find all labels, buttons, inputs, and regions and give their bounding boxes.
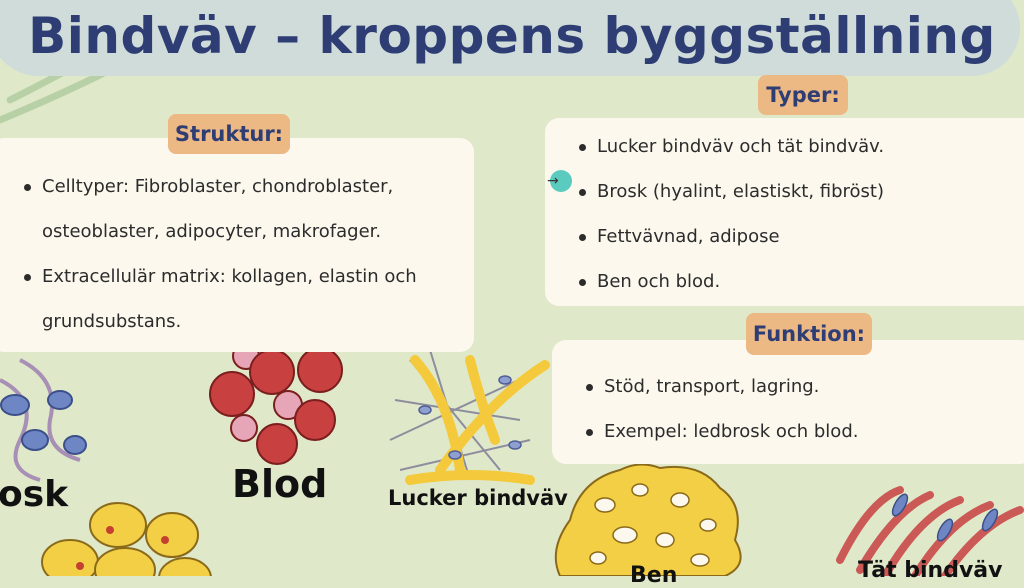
- funktion-card: Stöd, transport, lagring. Exempel: ledbr…: [552, 340, 1024, 464]
- title-banner: [0, 0, 1020, 76]
- fettvavnad-illustration: [41, 502, 212, 576]
- struktur-card: Celltyper: Fibroblaster, chondroblaster,…: [0, 138, 474, 352]
- mouse-cursor: →: [547, 170, 572, 192]
- list-item: Ben och blod.: [577, 259, 1017, 304]
- list-item: Celltyper: Fibroblaster, chondroblaster,…: [22, 164, 442, 254]
- typer-list: Lucker bindväv och tät bindväv. Brosk (h…: [577, 124, 1017, 304]
- list-item: Exempel: ledbrosk och blod.: [584, 409, 1014, 454]
- funktion-list: Stöd, transport, lagring. Exempel: ledbr…: [584, 364, 1014, 454]
- page-title: Bindväv – kroppens byggställning: [28, 7, 996, 65]
- struktur-heading: Struktur:: [168, 114, 290, 154]
- list-item: Brosk (hyalint, elastiskt, fibröst): [577, 169, 1017, 214]
- list-item: Lucker bindväv och tät bindväv.: [577, 124, 1017, 169]
- typer-card: Lucker bindväv och tät bindväv. Brosk (h…: [545, 118, 1024, 306]
- brosk-illustration: [0, 358, 87, 482]
- funktion-heading: Funktion:: [746, 313, 872, 355]
- list-item: Fettvävnad, adipose: [577, 214, 1017, 259]
- lucker-bindvav-illustration: [389, 349, 550, 485]
- struktur-list: Celltyper: Fibroblaster, chondroblaster,…: [22, 164, 442, 344]
- tat-bindvav-label: Tät bindväv: [858, 558, 1003, 583]
- arrow-right-icon: →: [547, 173, 559, 189]
- blod-illustration: [209, 342, 343, 465]
- brosk-label: osk: [0, 474, 69, 515]
- list-item: Extracellulär matrix: kollagen, elastin …: [22, 254, 442, 344]
- tat-bindvav-illustration: [836, 486, 1024, 576]
- blod-label: Blod: [232, 462, 328, 506]
- list-item: Stöd, transport, lagring.: [584, 364, 1014, 409]
- lucker-bindvav-label: Lucker bindväv: [388, 486, 568, 510]
- tissue-illustrations: [0, 51, 1024, 576]
- typer-heading: Typer:: [758, 75, 848, 115]
- ben-illustration: [554, 463, 742, 576]
